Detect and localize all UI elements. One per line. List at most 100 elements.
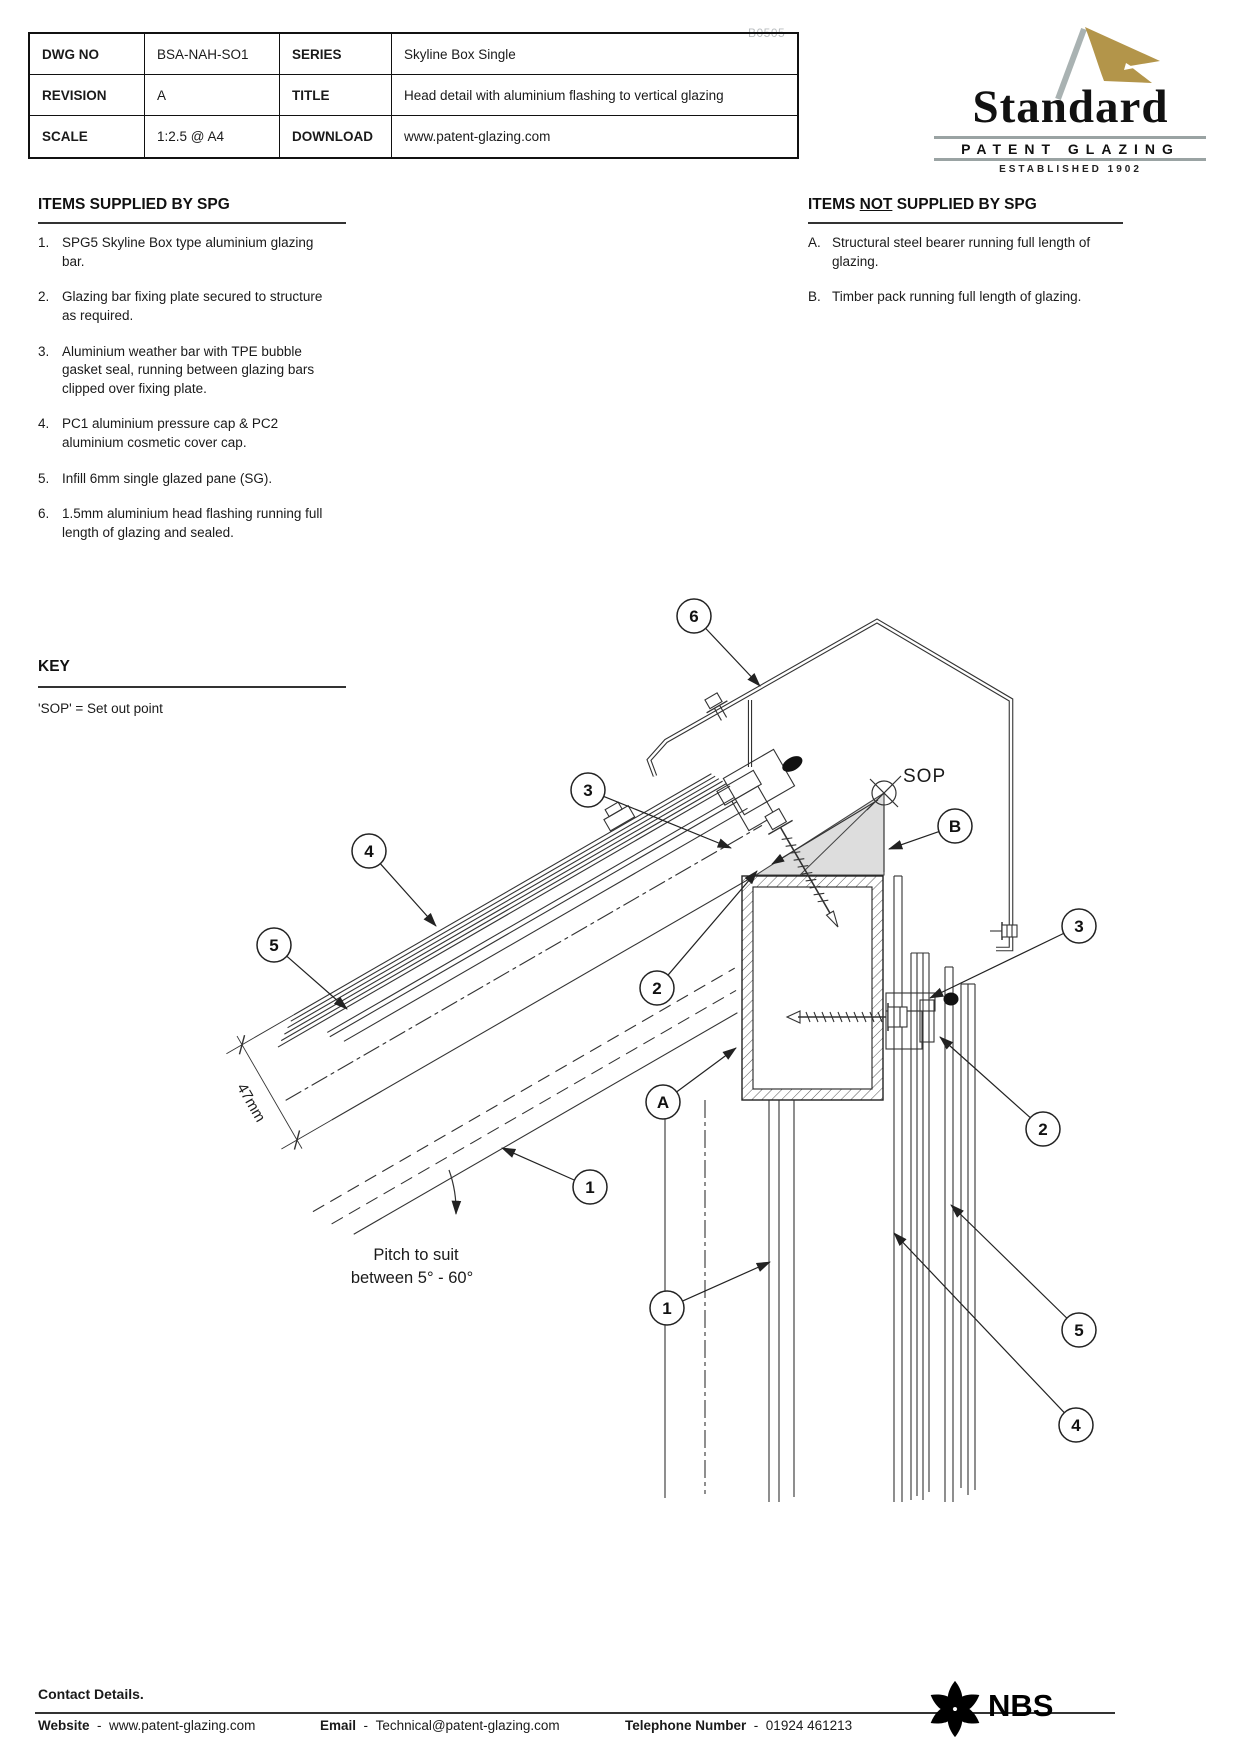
callout-bubble <box>1058 1407 1094 1443</box>
item-text: Glazing bar fixing plate secured to stru… <box>62 289 323 323</box>
callout-leader <box>888 831 940 850</box>
pitch-label-2: between 5° - 60° <box>351 1269 473 1287</box>
divider <box>35 1712 1115 1714</box>
callout-leader <box>682 1261 771 1302</box>
callout-bubble <box>645 1084 681 1120</box>
callout-label: 4 <box>1071 1416 1081 1435</box>
callout-leader <box>379 863 437 927</box>
callout-label: 2 <box>652 979 661 998</box>
flashing-screw <box>704 692 728 721</box>
callout-bubble <box>1061 908 1097 944</box>
website-label: Website <box>38 1718 90 1733</box>
dash: - <box>753 1718 759 1733</box>
item-text: Aluminium weather bar with TPE bubble ga… <box>62 343 315 396</box>
item-number: 4. <box>38 416 50 432</box>
flag-icon <box>1055 27 1160 101</box>
sloped-glazing-bar <box>226 773 763 1235</box>
item-text: Timber pack running full length of glazi… <box>832 289 1082 305</box>
logo-name: Standard <box>972 81 1169 133</box>
head-weather-bar <box>716 748 839 928</box>
logo-rule <box>934 158 1206 161</box>
website-entry: Website - www.patent-glazing.com <box>38 1718 255 1733</box>
callout-bubble <box>351 833 387 869</box>
list-item: 6. 1.5mm aluminium head flashing running … <box>38 505 334 542</box>
callout-leader <box>603 795 732 849</box>
callout-label: B <box>949 817 961 836</box>
phone-entry: Telephone Number - 01924 461213 <box>625 1718 852 1733</box>
nbs-flower-icon <box>930 1680 980 1738</box>
callout-label: 1 <box>662 1299 671 1318</box>
item-text: SPG5 Skyline Box type aluminium glazing … <box>62 235 314 269</box>
item-number: 3. <box>38 343 50 359</box>
callout-label: 1 <box>585 1178 594 1197</box>
callout-label: A <box>657 1093 669 1112</box>
sop-marker <box>866 775 902 811</box>
callout-leader <box>950 1204 1068 1319</box>
list-item: 3. Aluminium weather bar with TPE bubble … <box>38 343 334 399</box>
callout-leader <box>939 1036 1031 1119</box>
revision-label: REVISION <box>30 75 145 116</box>
nbs-logo: NBS <box>924 1676 1124 1742</box>
dwg-no-value: BSA-NAH-SO1 <box>145 34 280 75</box>
key-heading: KEY <box>38 658 70 675</box>
callout-bubble <box>639 970 675 1006</box>
supplied-heading: ITEMS SUPPLIED BY SPG <box>38 196 230 213</box>
divider <box>808 222 1123 224</box>
callout-leader <box>286 955 348 1010</box>
divider <box>38 686 346 688</box>
download-label: DOWNLOAD <box>280 116 392 157</box>
callout-bubble <box>1061 1312 1097 1348</box>
callout-bubble <box>572 1169 608 1205</box>
email-label: Email <box>320 1718 357 1733</box>
series-label: SERIES <box>280 34 392 75</box>
flashing-leg-screw <box>990 922 1018 940</box>
callout-label: 5 <box>269 936 278 955</box>
list-item: A. Structural steel bearer running full l… <box>808 234 1118 271</box>
heading-part: ITEMS <box>808 196 860 213</box>
timber-pack <box>754 791 885 876</box>
vertical-glazing <box>664 875 976 1502</box>
callout-leader <box>667 870 758 976</box>
list-item: 4.PC1 aluminium pressure cap & PC2 alumi… <box>38 415 334 452</box>
pitch-label-1: Pitch to suit <box>373 1246 459 1264</box>
item-number: 5. <box>38 470 50 486</box>
logo-rule <box>934 136 1206 139</box>
not-supplied-heading: ITEMS NOT SUPPLIED BY SPG <box>808 196 1037 214</box>
website-value[interactable]: www.patent-glazing.com <box>109 1718 256 1733</box>
item-number: B. <box>808 289 821 305</box>
callout-leader <box>893 1232 1065 1414</box>
list-item: 1.SPG5 Skyline Box type aluminium glazin… <box>38 234 334 271</box>
item-text: Infill 6mm single glazed pane (SG). <box>62 470 273 486</box>
phone-value: 01924 461213 <box>765 1718 853 1733</box>
callout-label: 6 <box>689 607 698 626</box>
item-number: 6. <box>38 506 50 522</box>
title-block-table: DWG NO BSA-NAH-SO1 SERIES Skyline Box Si… <box>28 32 799 159</box>
item-text: 1.5mm aluminium head flashing running fu… <box>62 506 323 540</box>
callout-label: 4 <box>364 842 374 861</box>
vertical-weather-bar <box>785 992 959 1050</box>
email-value[interactable]: Technical@patent-glazing.com <box>375 1718 560 1733</box>
scale-value: 1:2.5 @ A4 <box>145 116 280 157</box>
download-value[interactable]: www.patent-glazing.com <box>404 129 551 144</box>
callout-bubble <box>1025 1111 1061 1147</box>
logo-established: ESTABLISHED 1902 <box>999 164 1142 175</box>
head-flashing <box>646 618 1014 952</box>
supplied-list: 1.SPG5 Skyline Box type aluminium glazin… <box>38 234 334 560</box>
list-item: 2.Glazing bar fixing plate secured to st… <box>38 288 334 325</box>
item-text: Structural steel bearer running full len… <box>832 235 1091 269</box>
callout-bubble <box>256 927 292 963</box>
callout-label: 5 <box>1074 1321 1083 1340</box>
callout-leader <box>676 1047 737 1093</box>
callout-leader <box>501 1147 575 1181</box>
divider <box>38 222 346 224</box>
dash: - <box>363 1718 369 1733</box>
heading-part: SUPPLIED BY SPG <box>892 196 1037 213</box>
item-number: A. <box>808 235 821 250</box>
callout-label: 3 <box>1074 917 1083 936</box>
steel-box-bearer <box>741 875 884 1101</box>
nbs-label: NBS <box>988 1688 1054 1723</box>
dash: - <box>97 1718 102 1733</box>
callout-bubble <box>676 598 712 634</box>
